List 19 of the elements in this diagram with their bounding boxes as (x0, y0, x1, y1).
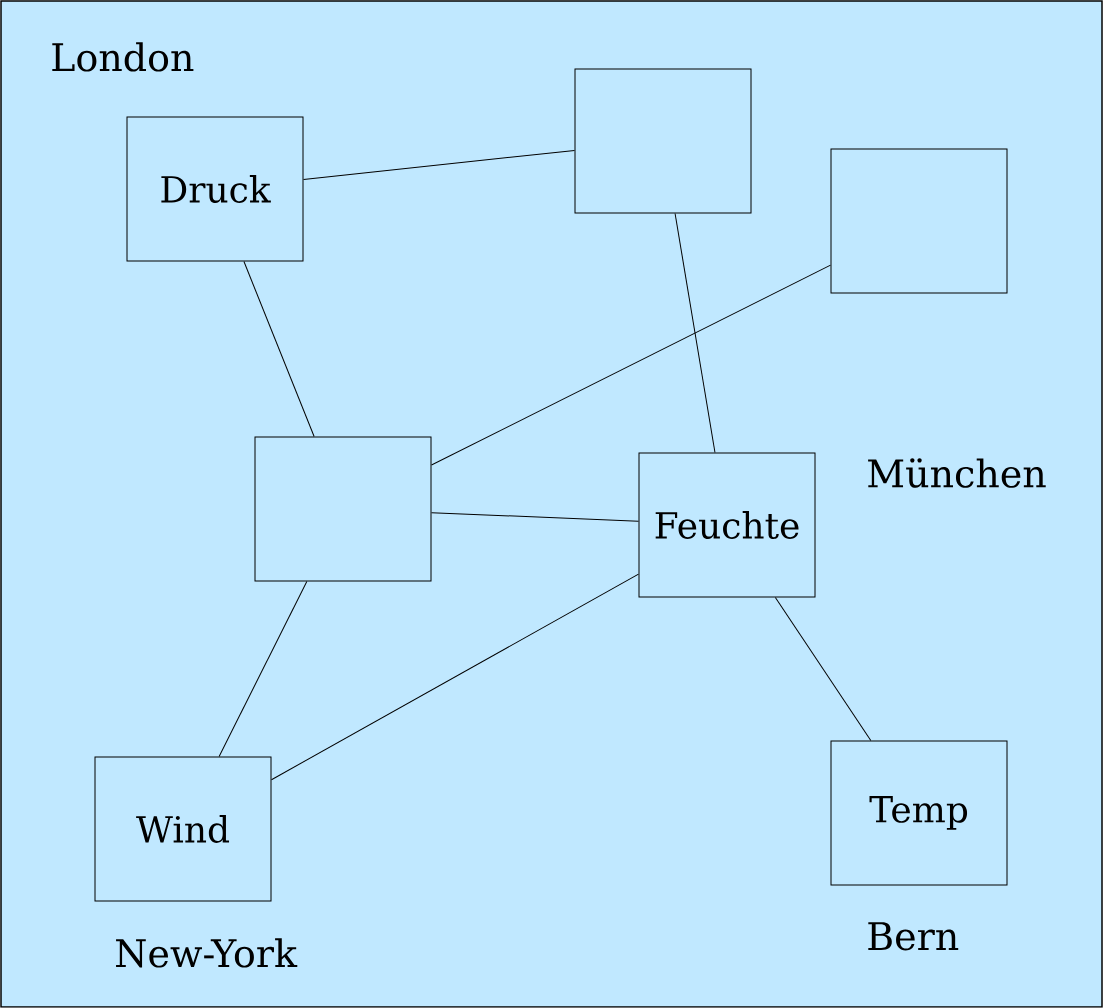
connector-line (303, 149, 575, 180)
text-box: Temp (830, 740, 1008, 886)
city-label: Bern (868, 922, 959, 951)
city-label: London (52, 42, 194, 72)
empty-box (254, 436, 432, 582)
connector-line (243, 261, 315, 437)
text-box: Feuchte (638, 452, 816, 598)
connector-line (271, 573, 639, 781)
connector-line (431, 512, 639, 522)
connector-line (774, 597, 872, 741)
empty-box (830, 148, 1008, 294)
text-box: Wind (94, 756, 272, 902)
text-box: Druck (126, 116, 304, 262)
city-label: München (868, 458, 1046, 488)
connector-line (674, 213, 716, 453)
city-label: New-York (116, 938, 298, 968)
empty-box (574, 68, 752, 214)
connector-line (218, 581, 308, 757)
connector-line (431, 264, 831, 466)
